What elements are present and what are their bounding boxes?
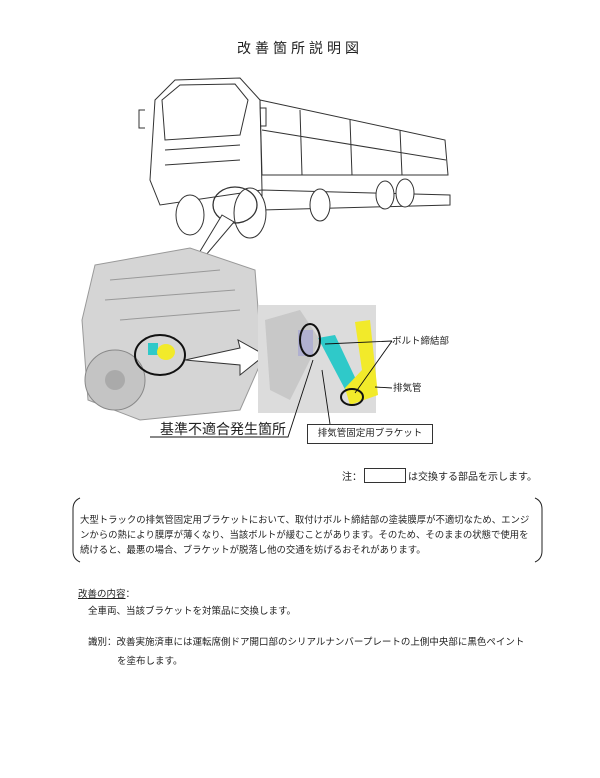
bracket-photo [258, 305, 378, 413]
improvement-heading-text: 改善の内容 [78, 589, 126, 600]
legend-note: 注： は交換する部品を示します。 [342, 468, 537, 483]
identification-line-2: を塗布します。 [117, 656, 183, 667]
engine-drawing [81, 247, 263, 421]
heading-colon: ： [125, 589, 136, 600]
note-suffix: は交換する部品を示します。 [408, 472, 537, 483]
label-bolt-joint: ボルト締結部 [392, 335, 449, 347]
description-brackets [72, 497, 543, 563]
page-title: 改善箇所説明図 [237, 41, 363, 57]
note-prefix: 注： [342, 472, 362, 483]
truck-drawing [138, 77, 451, 239]
identification-line-1: 識別：改善実施済車には運転席側ドア開口部のシリアルナンバープレートの上側中央部に… [88, 637, 525, 648]
improvement-action: 全車両、当該ブラケットを対策品に交換します。 [88, 606, 297, 617]
improvement-heading: 改善の内容： [78, 586, 135, 600]
illustration: ボルト締結部 排気管 [81, 77, 451, 438]
label-exhaust-pipe: 排気管 [393, 382, 422, 394]
legend-swatch [364, 468, 406, 483]
defect-description: 大型トラックの排気管固定用ブラケットにおいて、取付けボルト締結部の塗装膜厚が不適… [80, 515, 530, 556]
label-nonconformity-location: 基準不適合発生箇所 [160, 422, 286, 438]
label-bracket: 排気管固定用ブラケット [307, 424, 433, 444]
